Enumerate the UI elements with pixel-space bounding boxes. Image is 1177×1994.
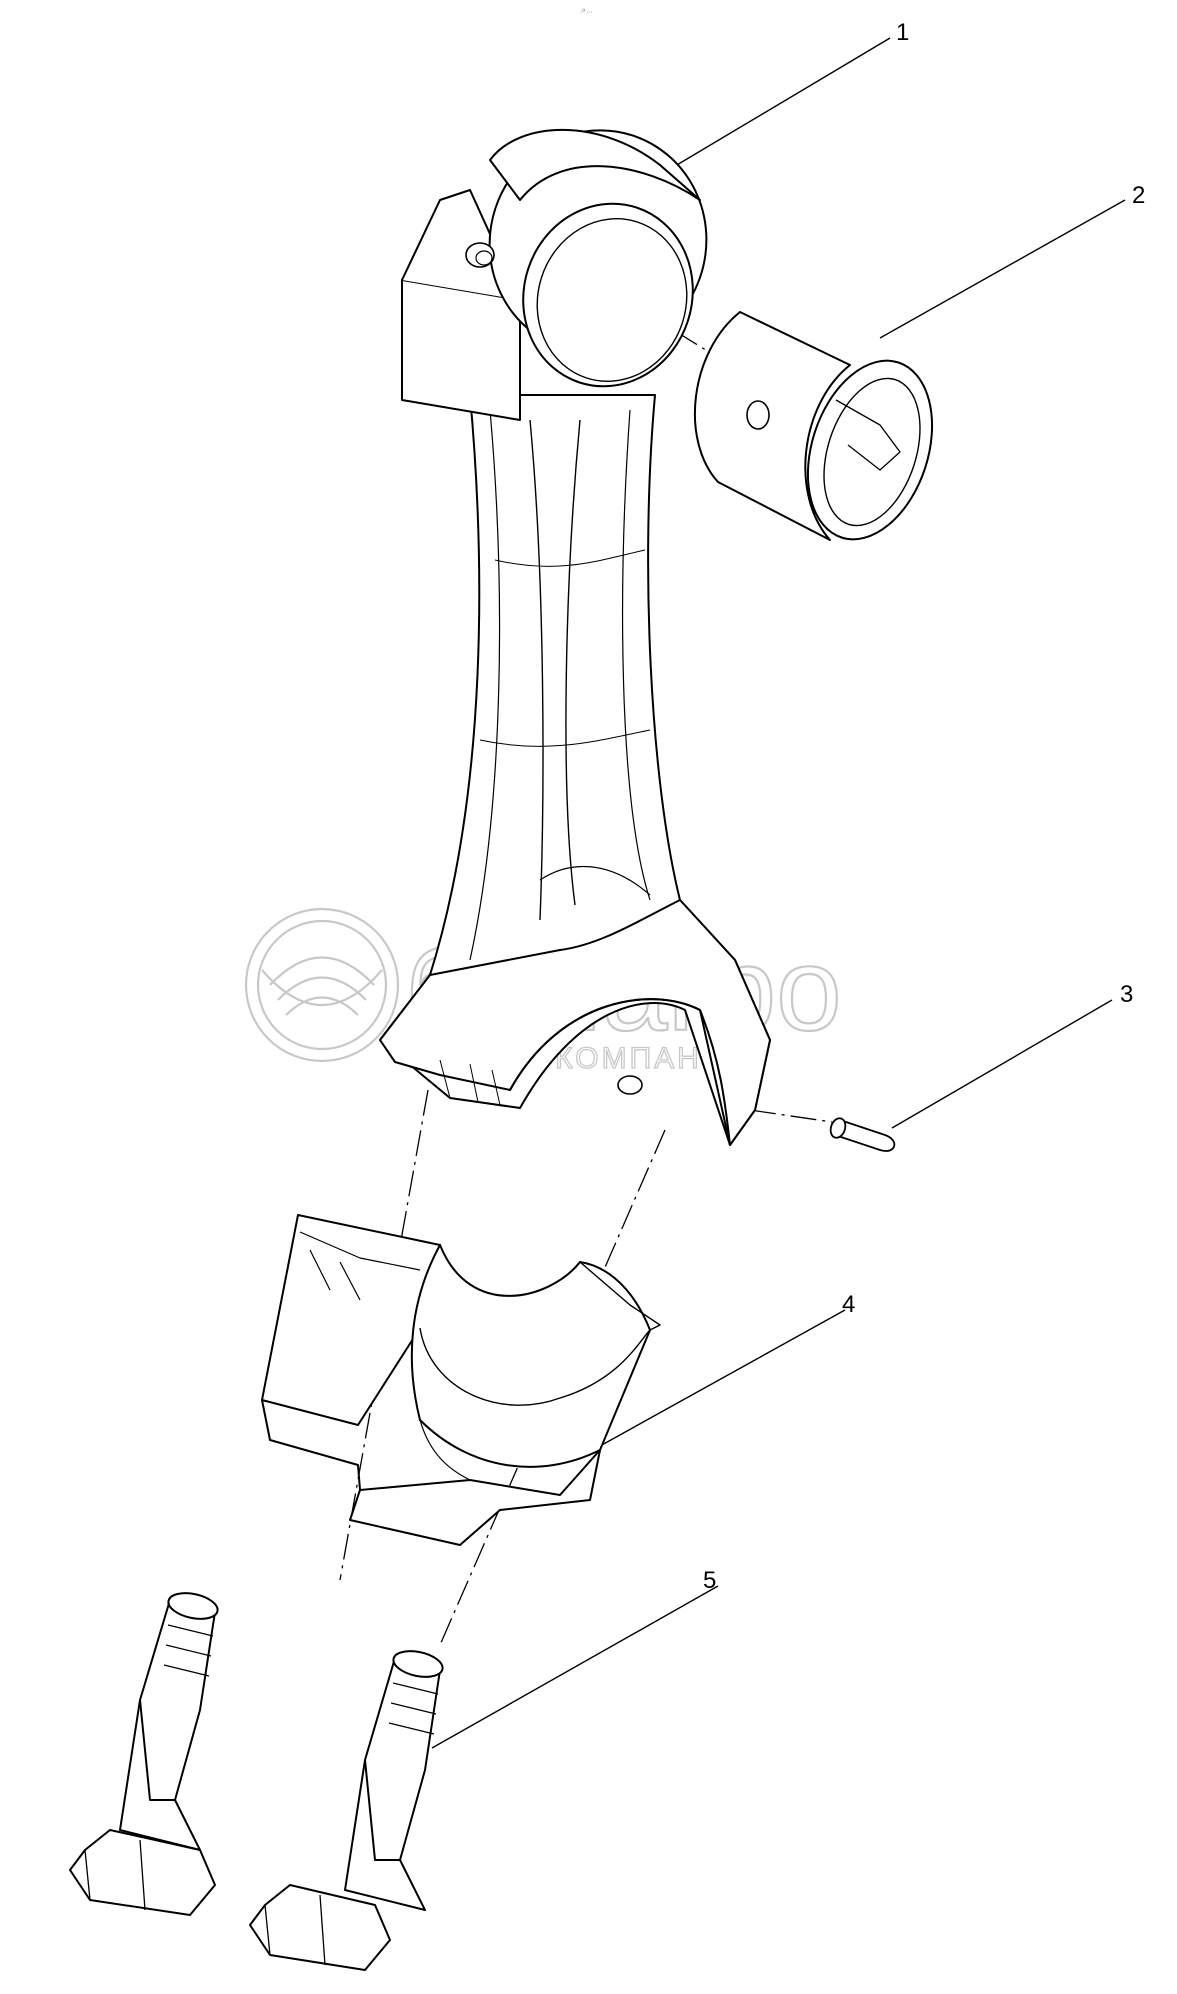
piston-pin-bushing (693, 311, 934, 541)
connecting-rod (379, 128, 771, 1146)
dowel-pin (829, 1117, 896, 1152)
header-tiny-mark: ·º ∙∙∙ (580, 9, 593, 16)
bolt-right (249, 1650, 444, 1971)
callout-4: 4 (842, 1291, 855, 1318)
bolt-left (69, 1592, 219, 1916)
callout-2: 2 (1132, 182, 1145, 209)
callout-1: 1 (896, 19, 909, 46)
callout-numbers: 1 2 3 4 5 (703, 19, 1145, 1594)
connecting-rod-bolts (69, 1592, 444, 1971)
bearing-cap (261, 1214, 661, 1546)
leader-lines (431, 37, 1126, 1749)
callout-3: 3 (1120, 981, 1133, 1008)
callout-5: 5 (703, 1567, 716, 1594)
watermark-emblem-icon (244, 907, 400, 1063)
